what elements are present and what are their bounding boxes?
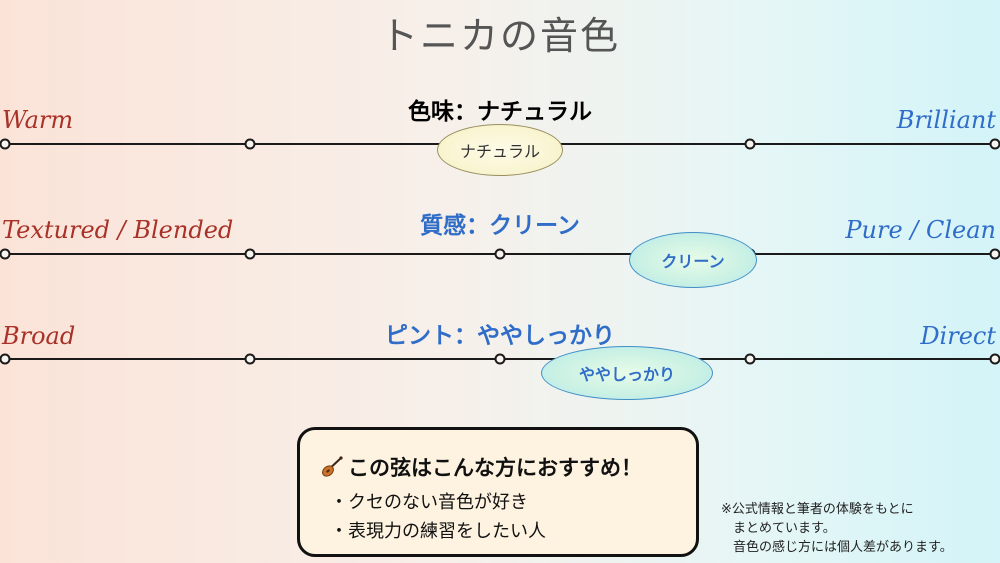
recommend-title: この弦はこんな方におすすめ！ <box>348 456 642 480</box>
axis-tick <box>744 138 756 150</box>
scale-value-bubble: ナチュラル <box>437 124 563 176</box>
axis-tick <box>0 353 11 365</box>
axis-tick <box>989 353 1000 365</box>
axis-tick <box>494 248 506 260</box>
axis-tick <box>494 353 506 365</box>
scale-right-label: Pure / Clean <box>845 216 996 244</box>
axis-tick <box>244 248 256 260</box>
scale-left-label: Warm <box>2 106 74 134</box>
violin-icon <box>320 456 344 478</box>
scale-right-label: Brilliant <box>896 106 996 134</box>
footnote: ※公式情報と筆者の体験をもとに まとめています。 音色の感じ方には個人差がありま… <box>721 500 953 557</box>
scale-heading: 色味：ナチュラル <box>408 99 592 125</box>
footnote-line: まとめています。 <box>733 521 836 536</box>
axis-tick <box>0 138 11 150</box>
footnote-line: 音色の感じ方には個人差があります。 <box>733 540 953 555</box>
scale-heading: ピント：ややしっかり <box>385 323 615 349</box>
scale-heading: 質感：クリーン <box>420 213 580 239</box>
scale-left-label: Broad <box>2 322 76 350</box>
recommend-box: この弦はこんな方におすすめ！ ・クセのない音色が好き ・表現力の練習をしたい人 <box>297 427 699 557</box>
footnote-line: ※公式情報と筆者の体験をもとに <box>721 502 914 517</box>
axis-tick <box>244 138 256 150</box>
scale-right-label: Direct <box>920 322 996 350</box>
recommend-item: ・表現力の練習をしたい人 <box>330 521 546 542</box>
scale-value-bubble: クリーン <box>629 232 757 288</box>
axis-tick <box>989 248 1000 260</box>
axis-tick <box>989 138 1000 150</box>
scale-left-label: Textured / Blended <box>2 216 234 244</box>
recommend-title-row: この弦はこんな方におすすめ！ <box>320 452 642 482</box>
axis-tick <box>244 353 256 365</box>
recommend-item: ・クセのない音色が好き <box>330 492 528 513</box>
axis-tick <box>744 353 756 365</box>
scale-value-bubble: ややしっかり <box>541 346 713 400</box>
axis-tick <box>0 248 11 260</box>
page-title: トニカの音色 <box>379 14 620 58</box>
